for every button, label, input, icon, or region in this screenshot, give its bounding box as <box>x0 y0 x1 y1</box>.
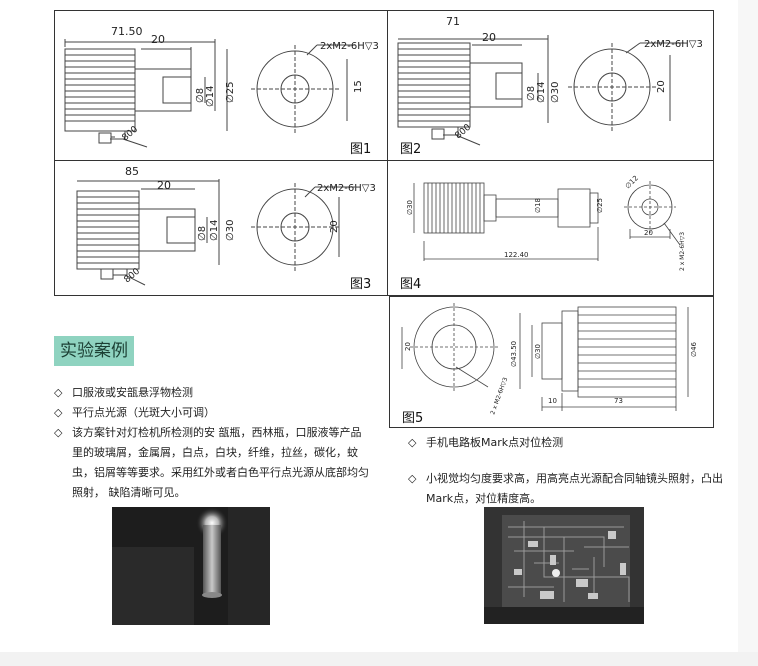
figure-3-caption: 图3 <box>350 277 372 292</box>
right-bullet-list: ◇ 手机电路板Mark点对位检测 ◇ 小视觉均匀度要求高，用高亮点光源配合同轴镜头照… <box>408 433 728 509</box>
figure-5-drawing: 20 ∅43.50 ∅30 ∅46 10 73 2 x M2-6H▽3 <box>401 303 698 416</box>
diamond-bullet-icon: ◇ <box>408 436 417 449</box>
fig4-dia-neck: ∅18 <box>534 198 542 213</box>
fig1-dia-small: ∅8 <box>195 88 206 103</box>
fig4-thread: 2 x M2-6H▽3 <box>679 232 686 271</box>
list-item: ◇ 手机电路板Mark点对位检测 <box>408 433 728 453</box>
vial-inspection-photo <box>112 507 270 625</box>
figure-5-panel: 20 ∅43.50 ∅30 ∅46 10 73 2 x M2-6H▽3 图5 <box>389 296 714 428</box>
fig3-dia-small: ∅8 <box>197 226 208 241</box>
fig4-length: 122.40 <box>504 251 529 259</box>
bullet-text: 小视觉均匀度要求高，用高亮点光源配合同轴镜头照射，凸出Mark点，对位精度高。 <box>426 472 723 505</box>
fig3-length: 85 <box>125 165 139 178</box>
fig1-thread: 2xM2-6H▽3 <box>320 41 379 52</box>
fig1-height: 15 <box>353 80 364 93</box>
fig5-len-a: 10 <box>548 397 557 405</box>
circuit-board-photo <box>484 507 644 624</box>
bullet-text: 平行点光源（光斑大小可调） <box>72 406 215 419</box>
figure-4-drawing: ∅30 ∅18 ∅25 ∅12 122.40 20 2 x M2-6H▽3 <box>406 174 686 271</box>
fig4-width: 20 <box>644 229 653 237</box>
fig2-length: 71 <box>446 15 460 28</box>
fig5-height: 20 <box>404 342 412 351</box>
fig3-inner: 20 <box>157 179 171 192</box>
figure-1-panel: 71.50 20 ∅8 ∅14 ∅25 2xM2-6H▽3 15 800 图1 <box>54 10 389 162</box>
list-item: ◇ 口服液或安瓿悬浮物检测 <box>54 383 372 403</box>
fig1-cable: 800 <box>121 124 141 143</box>
figure-4-caption: 图4 <box>400 277 422 292</box>
fig3-height: 20 <box>329 220 340 233</box>
page-right-margin <box>738 0 758 652</box>
fig4-dia-body: ∅30 <box>406 200 414 215</box>
list-item: ◇ 小视觉均匀度要求高，用高亮点光源配合同轴镜头照射，凸出Mark点，对位精度高。 <box>408 469 728 509</box>
section-title: 实验案例 <box>54 336 134 366</box>
fig1-dia-outer: ∅25 <box>225 82 236 103</box>
fig3-dia-mid: ∅14 <box>209 220 220 241</box>
fig2-height: 20 <box>656 80 667 93</box>
diamond-bullet-icon: ◇ <box>54 406 63 419</box>
fig1-length: 71.50 <box>111 25 143 38</box>
fig5-dia-a: ∅43.50 <box>510 341 518 367</box>
figure-4-panel: ∅30 ∅18 ∅25 ∅12 122.40 20 2 x M2-6H▽3 图4 <box>387 160 714 296</box>
figure-3-drawing: 85 20 ∅8 ∅14 ∅30 2xM2-6H▽3 20 800 <box>76 165 376 286</box>
figure-5-caption: 图5 <box>402 411 424 426</box>
fig5-dia-c: ∅46 <box>690 341 698 357</box>
fig4-dia-tip: ∅25 <box>596 198 604 213</box>
fig2-dia-mid: ∅14 <box>536 82 547 103</box>
list-item: ◇ 平行点光源（光斑大小可调） <box>54 403 372 423</box>
fig2-thread: 2xM2-6H▽3 <box>644 39 703 50</box>
left-bullet-list: ◇ 口服液或安瓿悬浮物检测 ◇ 平行点光源（光斑大小可调） ◇ 该方案针对灯检机所检测… <box>54 383 372 503</box>
fig5-len-b: 73 <box>614 397 623 405</box>
fig2-dia-small: ∅8 <box>526 86 537 101</box>
fig1-inner: 20 <box>151 33 165 46</box>
fig2-dia-outer: ∅30 <box>550 82 561 103</box>
fig3-thread: 2xM2-6H▽3 <box>317 183 376 194</box>
diamond-bullet-icon: ◇ <box>54 426 63 439</box>
figure-1-caption: 图1 <box>350 142 372 157</box>
diamond-bullet-icon: ◇ <box>408 472 417 485</box>
fig3-dia-outer: ∅30 <box>225 220 236 241</box>
bullet-text: 口服液或安瓿悬浮物检测 <box>72 386 193 399</box>
fig2-inner: 20 <box>482 31 496 44</box>
figure-2-drawing: 71 20 ∅8 ∅14 ∅30 2xM2-6H▽3 20 800 <box>397 15 703 146</box>
diamond-bullet-icon: ◇ <box>54 386 63 399</box>
fig5-thread: 2 x M2-6H▽3 <box>489 376 509 415</box>
figure-3-panel: 85 20 ∅8 ∅14 ∅30 2xM2-6H▽3 20 800 图3 <box>54 160 389 296</box>
bullet-text: 该方案针对灯检机所检测的安 瓿瓶，西林瓶，口服液等产品里的玻璃屑，金属屑，白点，… <box>72 426 369 499</box>
figure-2-panel: 71 20 ∅8 ∅14 ∅30 2xM2-6H▽3 20 800 图2 <box>387 10 714 162</box>
page-bottom-margin <box>0 652 758 666</box>
fig5-dia-b: ∅30 <box>534 344 542 359</box>
fig1-dia-mid: ∅14 <box>205 86 216 107</box>
figure-2-caption: 图2 <box>400 142 422 157</box>
list-item: ◇ 该方案针对灯检机所检测的安 瓿瓶，西林瓶，口服液等产品里的玻璃屑，金属屑，白点… <box>54 423 372 503</box>
figure-1-drawing: 71.50 20 ∅8 ∅14 ∅25 2xM2-6H▽3 15 800 <box>64 25 379 148</box>
bullet-text: 手机电路板Mark点对位检测 <box>426 436 564 449</box>
fig4-dia-front: ∅12 <box>624 174 640 190</box>
